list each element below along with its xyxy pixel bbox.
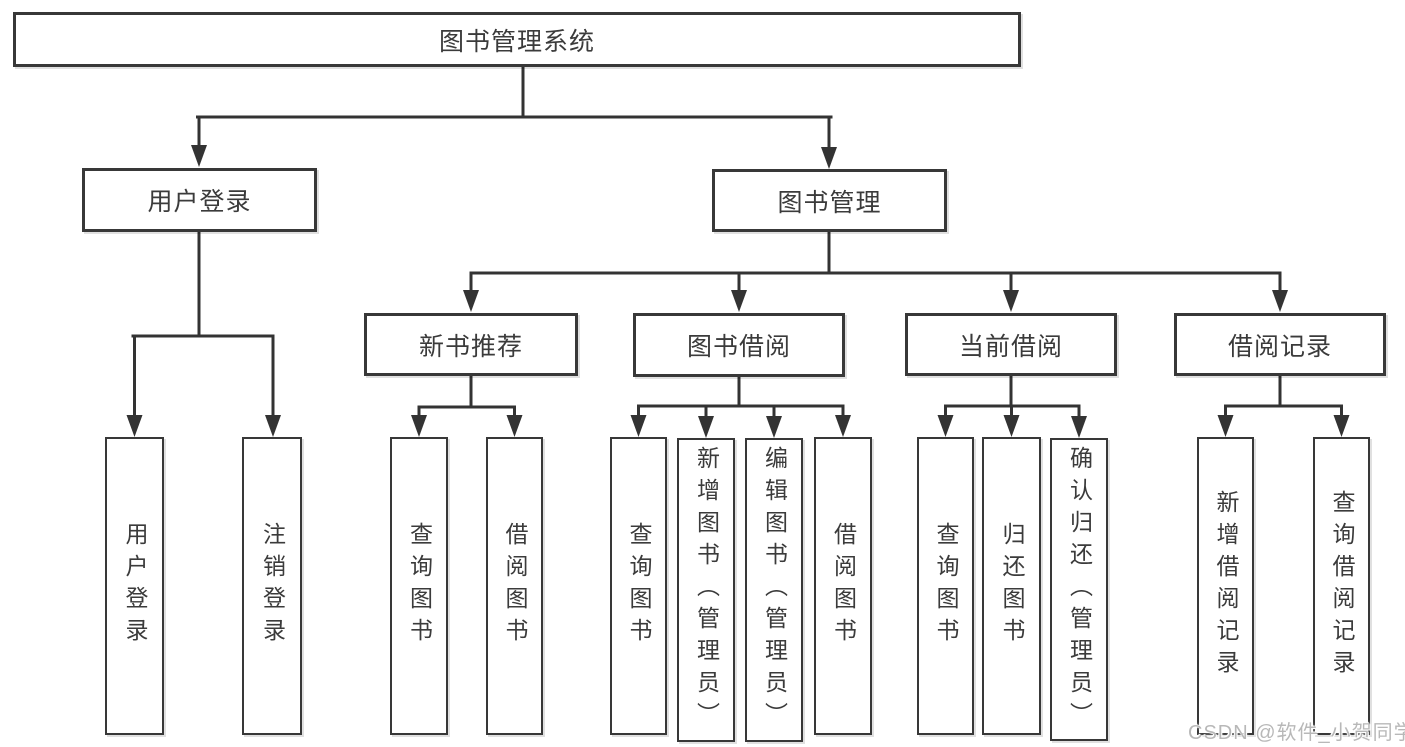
node-current-return-books-label: 归还图书 xyxy=(999,522,1025,650)
node-current-query-books: 查询图书 xyxy=(917,437,974,735)
node-new-book-recommend: 新书推荐 xyxy=(364,313,578,376)
node-current-query-books-label: 查询图书 xyxy=(933,522,959,650)
node-borrowing-borrow-books-label: 借阅图书 xyxy=(830,522,857,650)
node-newbooks-query-books-label: 查询图书 xyxy=(406,522,433,650)
node-current-borrowing: 当前借阅 xyxy=(905,313,1117,376)
node-borrowing-records: 借阅记录 xyxy=(1174,313,1386,376)
node-leaf-user-login-label: 用户登录 xyxy=(122,522,148,650)
node-user-login: 用户登录 xyxy=(82,168,317,232)
node-records-add-borrow-record-label: 新增借阅记录 xyxy=(1213,490,1239,682)
connector-lines xyxy=(131,65,1343,423)
node-newbooks-borrow-books-label: 借阅图书 xyxy=(502,522,528,650)
node-current-confirm-return-admin: 确认归还（管理员） xyxy=(1050,438,1108,741)
node-leaf-logout: 注销登录 xyxy=(242,437,302,735)
node-newbooks-borrow-books: 借阅图书 xyxy=(486,437,543,735)
node-records-add-borrow-record: 新增借阅记录 xyxy=(1197,437,1254,735)
node-current-return-books: 归还图书 xyxy=(982,437,1041,735)
node-current-confirm-return-admin-label: 确认归还（管理员） xyxy=(1066,445,1093,734)
node-borrowing-edit-books-admin: 编辑图书（管理员） xyxy=(745,438,803,742)
node-borrowing-edit-books-admin-label: 编辑图书（管理员） xyxy=(761,446,788,734)
node-current-borrowing-label: 当前借阅 xyxy=(958,332,1063,361)
node-records-query-borrow-record: 查询借阅记录 xyxy=(1313,437,1370,735)
node-new-book-recommend-label: 新书推荐 xyxy=(418,332,523,361)
node-records-query-borrow-record-label: 查询借阅记录 xyxy=(1329,490,1355,682)
node-newbooks-query-books: 查询图书 xyxy=(390,437,448,735)
arrowheads xyxy=(126,145,1350,438)
node-borrowing-borrow-books: 借阅图书 xyxy=(814,437,872,735)
node-book-management: 图书管理 xyxy=(712,169,947,232)
node-leaf-user-login: 用户登录 xyxy=(105,437,164,735)
node-book-borrowing: 图书借阅 xyxy=(633,313,845,377)
node-borrowing-query-books-label: 查询图书 xyxy=(626,522,652,650)
node-book-borrowing-label: 图书借阅 xyxy=(686,333,791,361)
node-root-library-system: 图书管理系统 xyxy=(13,12,1021,67)
node-borrowing-add-books-admin: 新增图书（管理员） xyxy=(677,438,735,742)
node-book-management-label: 图书管理 xyxy=(777,188,882,217)
node-borrowing-query-books: 查询图书 xyxy=(610,437,667,735)
node-user-login-label: 用户登录 xyxy=(147,188,252,216)
node-borrowing-records-label: 借阅记录 xyxy=(1227,332,1332,361)
csdn-watermark: CSDN @软件_小贺同学 xyxy=(1188,722,1405,744)
node-leaf-logout-label: 注销登录 xyxy=(259,522,286,650)
node-root-label: 图书管理系统 xyxy=(438,27,595,56)
node-borrowing-add-books-admin-label: 新增图书（管理员） xyxy=(693,446,720,734)
